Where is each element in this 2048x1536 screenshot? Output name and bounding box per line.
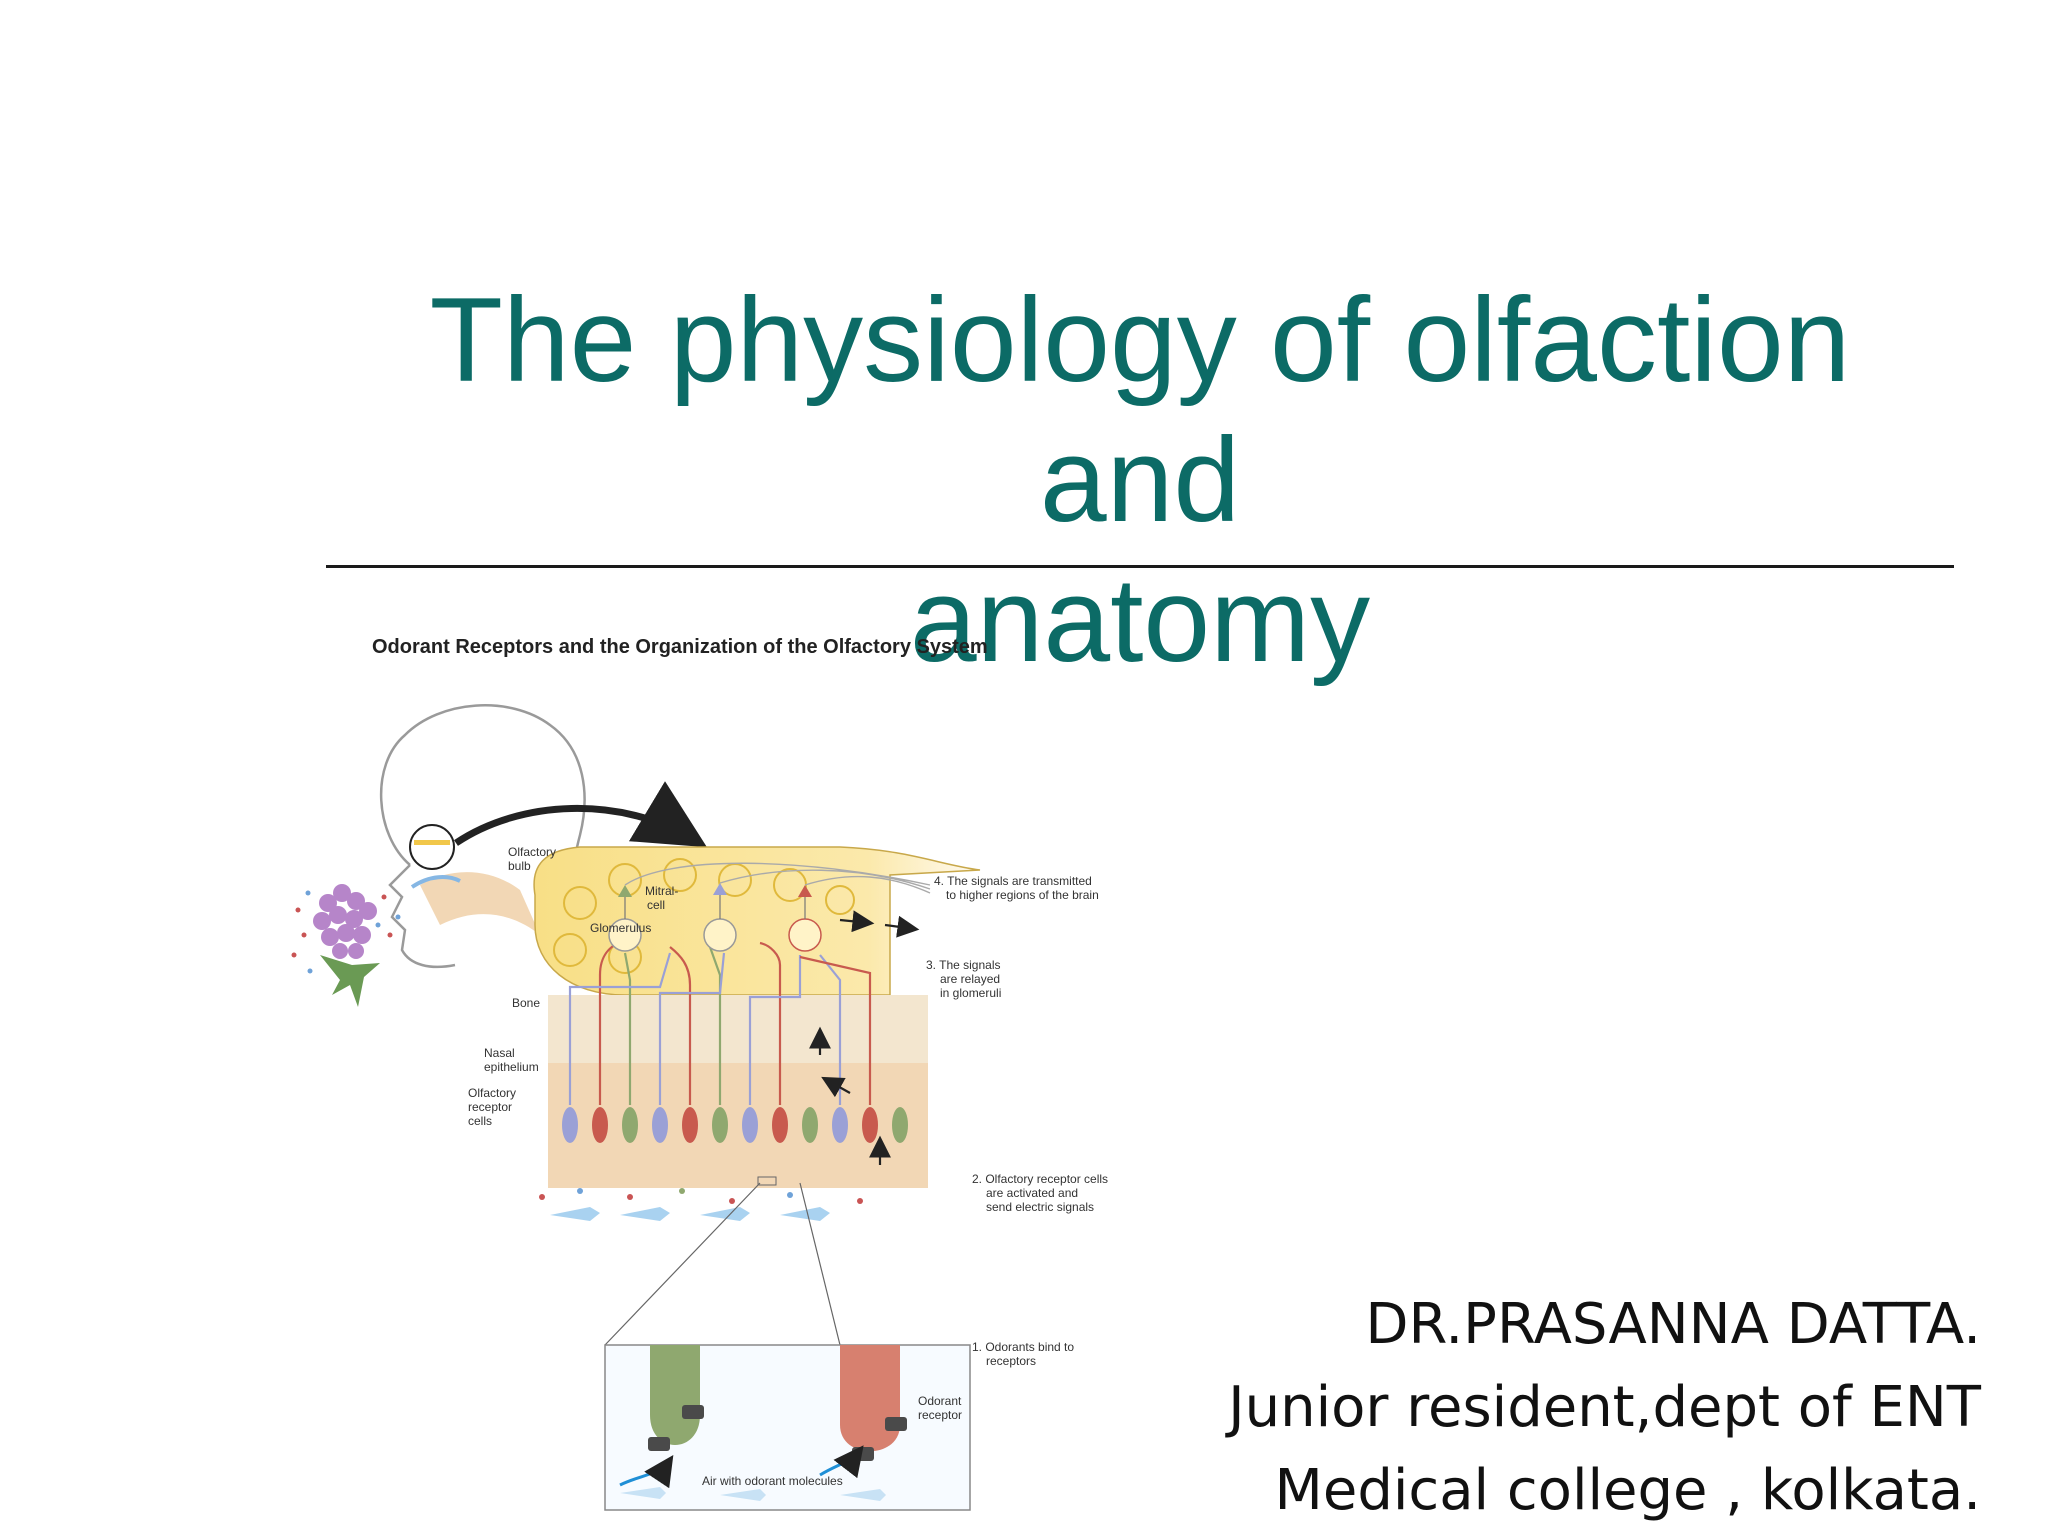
receptor-inset — [604, 1176, 971, 1511]
step-1-line-1: 1. Odorants bind to — [972, 1340, 1074, 1354]
figure-title: Odorant Receptors and the Organization o… — [372, 636, 988, 658]
label-olfactory-bulb-2: bulb — [508, 859, 531, 873]
label-nasal-epithelium-1: Nasal — [484, 1046, 515, 1060]
bone-layer — [548, 995, 928, 1063]
label-bone: Bone — [512, 996, 540, 1010]
receptor-cells — [562, 1107, 908, 1143]
air-flow — [539, 1188, 863, 1221]
step-3-line-1: 3. The signals — [926, 958, 1001, 972]
label-olfactory-receptor-cells-1: Olfactory — [468, 1086, 516, 1100]
author-position: Junior resident,dept of ENT — [1228, 1375, 1981, 1440]
step-3-line-3: in glomeruli — [940, 986, 1001, 1000]
slide-title: The physiology of olfaction and anatomy — [320, 270, 1960, 690]
title-divider — [326, 565, 1954, 568]
head-profile-icon — [379, 704, 708, 969]
label-glomerulus: Glomerulus — [590, 921, 651, 935]
step-2-line-1: 2. Olfactory receptor cells — [972, 1172, 1108, 1186]
step-1-line-2: receptors — [986, 1354, 1036, 1368]
author-block: DR.PRASANNA DATTA. Junior resident,dept … — [1081, 1283, 1981, 1532]
slide-title-line-1: The physiology of olfaction and — [429, 273, 1851, 547]
author-institution: Medical college , kolkata. — [1274, 1458, 1981, 1523]
axon-pathways — [568, 938, 872, 1105]
step-2-line-2: are activated and — [986, 1186, 1078, 1200]
label-odorant-receptor-1: Odorant — [918, 1394, 962, 1408]
label-mitral-cell-1: Mitral- — [645, 884, 678, 898]
step-3-line-2: are relayed — [940, 972, 1000, 986]
label-mitral-cell-2: cell — [647, 898, 665, 912]
slide-title-line-2: anatomy — [909, 553, 1371, 687]
label-olfactory-bulb-1: Olfactory — [508, 845, 556, 859]
author-name: DR.PRASANNA DATTA. — [1365, 1292, 1981, 1357]
label-air-odorant: Air with odorant molecules — [702, 1474, 843, 1488]
step-4-line-2: to higher regions of the brain — [946, 888, 1099, 902]
olfactory-diagram-svg: Odorant Receptors and the Organization o… — [291, 636, 1108, 1511]
lilac-flower-icon — [291, 884, 401, 1007]
glomeruli — [608, 862, 931, 952]
label-olfactory-receptor-cells-3: cells — [468, 1114, 492, 1128]
label-nasal-epithelium-2: epithelium — [484, 1060, 539, 1074]
step-4-line-1: 4. The signals are transmitted — [934, 874, 1092, 888]
arrow-icon — [809, 910, 920, 1165]
step-2-line-3: send electric signals — [986, 1200, 1094, 1214]
label-olfactory-receptor-cells-2: receptor — [468, 1100, 512, 1114]
figure-labels: Olfactory bulb Mitral- cell Glomerulus B… — [468, 845, 1108, 1488]
olfactory-system-figure: Odorant Receptors and the Organization o… — [280, 635, 1180, 1515]
label-odorant-receptor-2: receptor — [918, 1408, 962, 1422]
